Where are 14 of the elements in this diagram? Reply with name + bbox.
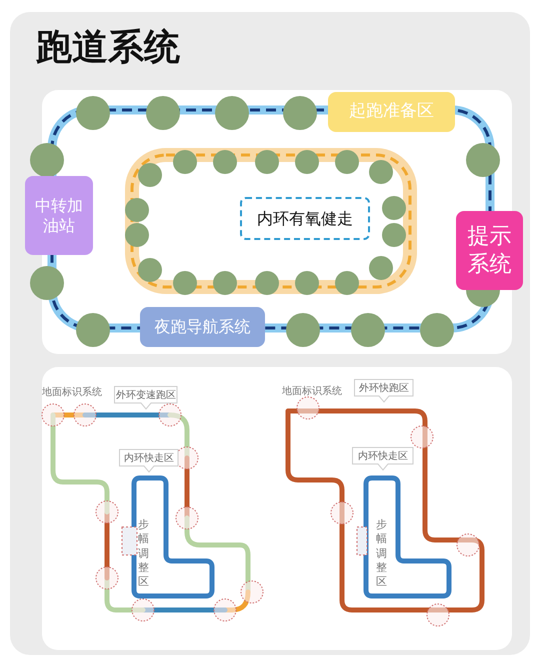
zone-box: 内环有氧健走 xyxy=(240,197,370,240)
callout-box: 内环快走区 xyxy=(352,447,414,471)
system-box: 提示系统 xyxy=(456,211,523,290)
callout-box: 外环快跑区 xyxy=(354,379,414,403)
zone-label: 步幅调整区 xyxy=(138,518,150,590)
title: 跑道系统 xyxy=(36,30,180,66)
system-box: 夜跑导航系统 xyxy=(140,307,265,347)
callout-box: 内环快走区 xyxy=(119,449,179,473)
station-box: 中转加油站 xyxy=(25,176,93,255)
map-label: 地面标识系统 xyxy=(42,387,102,398)
zone-box: 起跑准备区 xyxy=(328,92,455,132)
callout-box: 外环变速跑区 xyxy=(114,386,178,410)
map-label: 地面标识系统 xyxy=(282,386,342,397)
zone-label: 步幅调整区 xyxy=(376,518,388,590)
